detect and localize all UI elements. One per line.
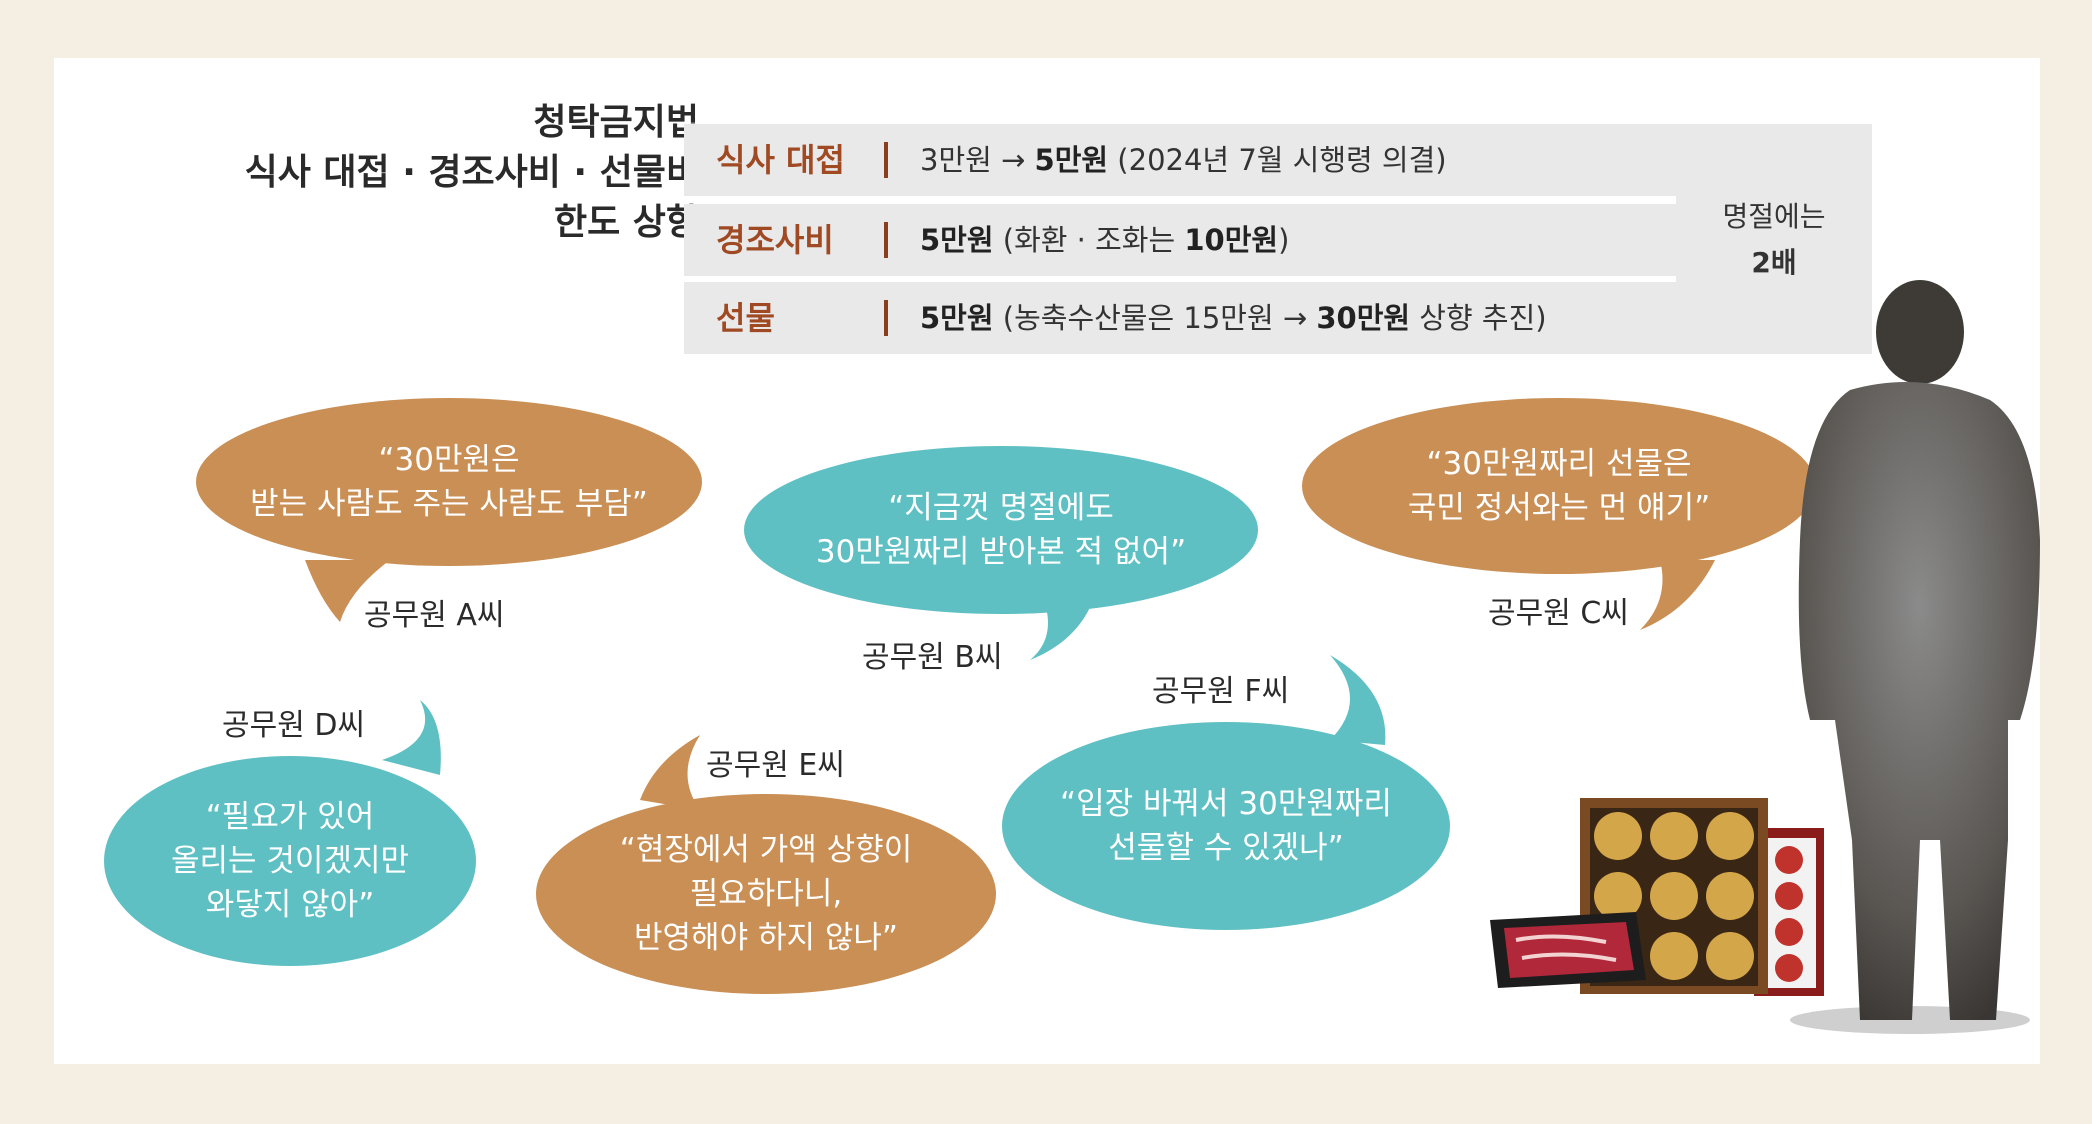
title-line-2: 식사 대접 · 경조사비 · 선물비 — [244, 152, 699, 193]
row-divider — [884, 222, 888, 258]
holiday-note-line-2: 2배 — [1751, 246, 1797, 279]
row-value: 5만원 (농축수산물은 15만원 → 30만원 상향 추진) — [920, 301, 1547, 335]
tail-c — [1640, 560, 1715, 630]
quote-text-a: “30만원은 받는 사람도 주는 사람도 부담” — [250, 442, 648, 522]
tail-e — [640, 735, 700, 810]
table-row-gift: 선물 5만원 (농축수산물은 15만원 → 30만원 상향 추진) — [684, 282, 1676, 354]
speaker-c: 공무원 C씨 — [1488, 596, 1629, 631]
quote-text-f: “입장 바꿔서 30만원짜리 선물할 수 있겠나” — [1060, 786, 1392, 866]
limit-table: 명절에는 2배 식사 대접 3만원 → 5만원 (2024년 7월 시행령 의결… — [684, 124, 1872, 354]
row-value: 5만원 (화환 · 조화는 10만원) — [920, 223, 1290, 257]
infographic-title: 청탁금지법 식사 대접 · 경조사비 · 선물비 한도 상향 — [245, 98, 699, 248]
title-line-1: 청탁금지법 — [533, 102, 699, 143]
row-label: 식사 대접 — [716, 141, 845, 179]
speaker-e: 공무원 E씨 — [706, 748, 845, 783]
speaker-b: 공무원 B씨 — [862, 640, 1003, 675]
holiday-note-box: 명절에는 2배 — [1676, 124, 1872, 354]
quote-bubble-d: “필요가 있어 올리는 것이겠지만 와닿지 않아” — [104, 756, 476, 966]
row-divider — [884, 142, 888, 178]
row-value: 3만원 → 5만원 (2024년 7월 시행령 의결) — [920, 143, 1447, 177]
quote-text-b: “지금껏 명절에도 30만원짜리 받아본 적 없어” — [815, 490, 1187, 570]
gift-boxes-illustration — [1490, 798, 1824, 996]
tail-f — [1330, 655, 1386, 745]
title-line-3: 한도 상향 — [553, 202, 699, 243]
person-silhouette — [1790, 280, 2040, 1034]
table-row-meal: 식사 대접 3만원 → 5만원 (2024년 7월 시행령 의결) — [684, 124, 1676, 196]
table-row-condolence: 경조사비 5만원 (화환 · 조화는 10만원) — [684, 204, 1676, 276]
speaker-d: 공무원 D씨 — [222, 708, 366, 743]
speaker-a: 공무원 A씨 — [364, 598, 505, 633]
holiday-note-line-1: 명절에는 — [1722, 200, 1826, 233]
quote-bubble-b: “지금껏 명절에도 30만원짜리 받아본 적 없어” — [744, 446, 1258, 614]
row-label: 선물 — [716, 299, 775, 337]
quote-bubble-c: “30만원짜리 선물은 국민 정서와는 먼 얘기” — [1302, 398, 1816, 574]
row-label: 경조사비 — [716, 221, 834, 259]
tail-d — [382, 700, 441, 775]
quote-text-e: “현장에서 가액 상향이 필요하다니, 반영해야 하지 않나” — [619, 832, 913, 956]
quote-text-d: “필요가 있어 올리는 것이겠지만 와닿지 않아” — [170, 799, 409, 923]
quote-bubble-a: “30만원은 받는 사람도 주는 사람도 부담” — [196, 398, 702, 566]
quote-text-c: “30만원짜리 선물은 국민 정서와는 먼 얘기” — [1407, 446, 1711, 526]
quote-bubble-e: “현장에서 가액 상향이 필요하다니, 반영해야 하지 않나” — [536, 794, 996, 994]
speaker-f: 공무원 F씨 — [1152, 674, 1290, 709]
tail-a — [305, 560, 390, 622]
row-divider — [884, 300, 888, 336]
quote-bubble-f: “입장 바꿔서 30만원짜리 선물할 수 있겠나” — [1002, 722, 1450, 930]
